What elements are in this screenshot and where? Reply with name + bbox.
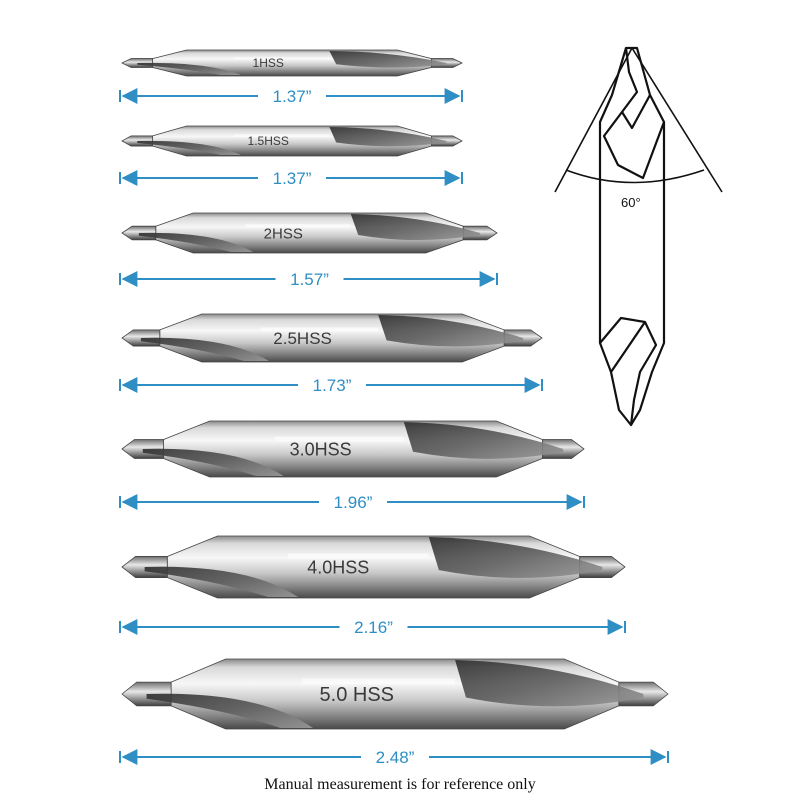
dimension-length-label: 2.48” xyxy=(376,748,415,767)
diagram-lower-flute-edge xyxy=(610,321,646,373)
drill-bit-left-flute xyxy=(144,566,299,597)
length-dimension: 1.57” xyxy=(119,270,498,289)
diagram-outline xyxy=(598,46,666,427)
drill-bit-3: 2HSS 1.57” xyxy=(119,212,498,289)
angle-line-left xyxy=(554,47,633,193)
diagram-lower-flute xyxy=(599,316,658,426)
angle-arc xyxy=(565,169,705,184)
dimension-length-label: 1.96” xyxy=(334,493,373,512)
dimension-length-label: 1.37” xyxy=(273,169,312,188)
drill-bit-7: 5.0 HSS 2.48” xyxy=(119,658,669,767)
drill-bit-size-label: 2HSS xyxy=(264,225,303,242)
drill-bit-right-flute xyxy=(428,537,603,578)
drill-bit-left-flute xyxy=(140,337,269,361)
length-dimension: 1.96” xyxy=(119,493,585,512)
angle-line-right xyxy=(631,47,723,193)
drill-bit-right-flute xyxy=(378,315,524,347)
angle-label: 60° xyxy=(621,195,641,210)
drill-bit-size-label: 3.0HSS xyxy=(290,439,352,459)
length-dimension: 1.37” xyxy=(119,169,463,188)
length-dimension: 1.73” xyxy=(119,376,543,395)
reference-note: Manual measurement is for reference only xyxy=(264,776,536,793)
drill-bit-1: 1HSS 1.37” xyxy=(119,49,463,106)
drill-bit-right-flute xyxy=(403,422,564,459)
dimension-length-label: 1.57” xyxy=(290,270,329,289)
dimension-length-label: 1.37” xyxy=(273,87,312,106)
drill-bit-left-flute xyxy=(138,232,254,252)
drill-bit-right-flute xyxy=(329,51,447,68)
drill-bit-2: 1.5HSS 1.37” xyxy=(119,125,463,188)
drill-bit-4: 2.5HSS 1.73” xyxy=(119,313,543,395)
diagram-upper-flute-edge xyxy=(621,94,651,130)
drill-bit-6: 4.0HSS 2.16” xyxy=(119,535,626,637)
drill-bit-left-flute xyxy=(137,140,241,155)
drill-bit-left-flute xyxy=(137,62,241,75)
drill-bit-right-flute xyxy=(455,660,644,707)
length-dimension: 2.16” xyxy=(119,618,626,637)
dimension-length-label: 1.73” xyxy=(313,376,352,395)
drill-bit-size-label: 1HSS xyxy=(253,56,284,70)
center-drill-angle-diagram: 60° xyxy=(554,46,723,427)
drill-bit-size-label: 5.0 HSS xyxy=(320,684,394,706)
drill-bit-right-flute xyxy=(329,127,447,147)
drill-bit-right-flute xyxy=(350,214,481,241)
dimension-length-label: 2.16” xyxy=(354,618,393,637)
length-dimension: 2.48” xyxy=(119,748,669,767)
drill-bits-list: 1HSS 1.37” 1.5HSS 1.37” 2HSS 1.57” 2.5HSS 1.73”… xyxy=(119,49,669,767)
drill-bit-size-label: 4.0HSS xyxy=(307,557,369,577)
drill-bit-left-flute xyxy=(146,693,314,728)
drill-bit-left-flute xyxy=(142,448,284,476)
drill-bit-size-label: 2.5HSS xyxy=(273,329,332,348)
drill-bit-size-label: 1.5HSS xyxy=(248,134,289,148)
length-dimension: 1.37” xyxy=(119,87,463,106)
drill-bit-5: 3.0HSS 1.96” xyxy=(119,420,585,512)
diagram-upper-flute xyxy=(602,47,666,180)
